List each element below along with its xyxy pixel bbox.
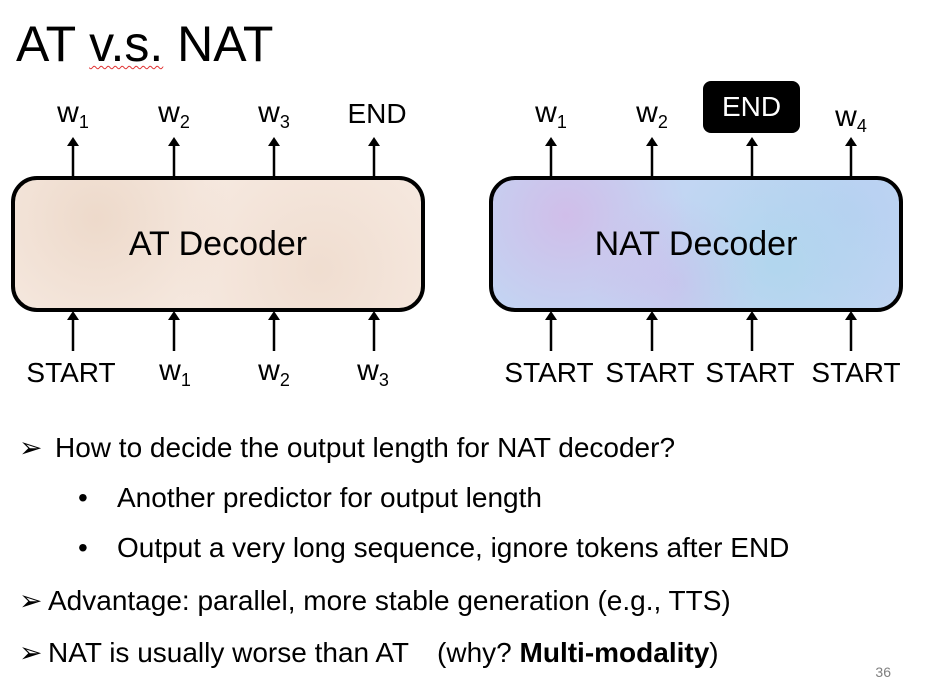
- at-decoder-label: AT Decoder: [128, 224, 308, 263]
- dot-bullet-icon: •: [78, 482, 88, 513]
- at-decoder-box: AT Decoder: [11, 176, 425, 312]
- at-input-4: w3: [357, 354, 389, 390]
- arrow-up-icon: [645, 311, 659, 351]
- nat-input-3: START: [705, 357, 795, 388]
- nat-output-end-highlight: END: [703, 81, 800, 133]
- arrow-bullet-icon: ➢: [19, 432, 43, 463]
- multi-modality-bold: Multi-modality: [519, 637, 710, 668]
- title-at: AT: [16, 16, 90, 72]
- arrow-up-icon: [167, 311, 181, 351]
- arrow-bullet-icon: ➢: [19, 585, 43, 616]
- arrow-up-icon: [167, 137, 181, 177]
- bullet-sub-long-sequence: •Output a very long sequence, ignore tok…: [78, 530, 789, 566]
- nat-input-1: START: [504, 357, 594, 388]
- arrow-up-icon: [544, 137, 558, 177]
- at-input-3: w2: [258, 354, 290, 390]
- arrow-up-icon: [645, 137, 659, 177]
- arrow-up-icon: [544, 311, 558, 351]
- at-input-2: w1: [159, 354, 191, 390]
- arrow-up-icon: [66, 311, 80, 351]
- bullet-nat-worse: ➢NAT is usually worse than AT(why? Multi…: [19, 635, 719, 671]
- arrow-bullet-icon: ➢: [19, 637, 43, 668]
- arrow-up-icon: [745, 137, 759, 177]
- bullet-question: ➢How to decide the output length for NAT…: [19, 430, 675, 466]
- dot-bullet-icon: •: [78, 532, 88, 563]
- nat-input-4: START: [811, 357, 901, 388]
- title-nat: NAT: [163, 16, 274, 72]
- page-number: 36: [875, 664, 891, 680]
- nat-output-1: w1: [535, 96, 567, 132]
- arrow-up-icon: [66, 137, 80, 177]
- nat-output-4: w4: [835, 100, 867, 136]
- arrow-up-icon: [367, 311, 381, 351]
- arrow-up-icon: [844, 137, 858, 177]
- nat-output-2: w2: [636, 96, 668, 132]
- slide-title: AT v.s. NAT: [16, 14, 273, 74]
- at-output-4: END: [347, 98, 407, 129]
- title-vs: v.s.: [89, 16, 164, 72]
- arrow-up-icon: [267, 311, 281, 351]
- at-output-3: w3: [258, 96, 290, 132]
- bullet-advantage: ➢Advantage: parallel, more stable genera…: [19, 583, 731, 619]
- at-output-1: w1: [57, 96, 89, 132]
- arrow-up-icon: [745, 311, 759, 351]
- arrow-up-icon: [367, 137, 381, 177]
- at-input-1: START: [26, 357, 116, 388]
- nat-decoder-label: NAT Decoder: [594, 224, 798, 263]
- nat-decoder-box: NAT Decoder: [489, 176, 903, 312]
- bullet-sub-predictor: •Another predictor for output length: [78, 480, 542, 516]
- arrow-up-icon: [267, 137, 281, 177]
- arrow-up-icon: [844, 311, 858, 351]
- nat-input-2: START: [605, 357, 695, 388]
- at-output-2: w2: [158, 96, 190, 132]
